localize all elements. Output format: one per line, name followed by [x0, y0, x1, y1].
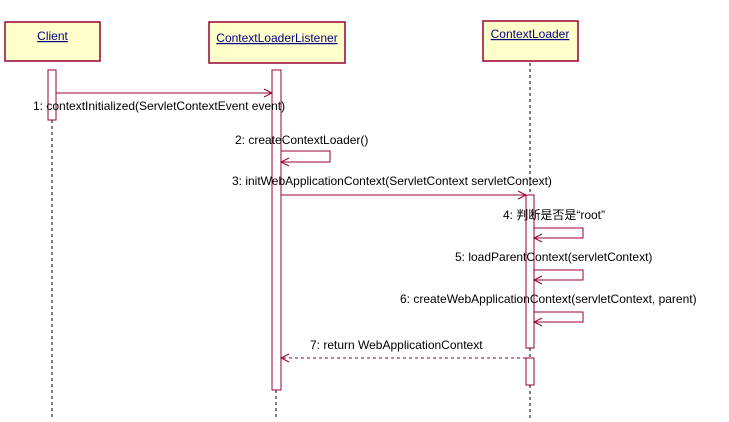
participant-client-label: Client: [37, 29, 68, 43]
participant-loader-label: ContextLoader: [491, 27, 570, 41]
message-3-label: 3: initWebApplicationContext(ServletCont…: [232, 174, 552, 188]
message-6-arrow: [534, 311, 584, 322]
message-7: 7: return WebApplicationContext: [281, 338, 526, 358]
message-6-label: 6: createWebApplicationContext(servletCo…: [400, 292, 697, 306]
participant-loader: ContextLoader: [482, 20, 579, 62]
participant-loader-box: [482, 20, 579, 62]
participant-listener: ContextLoaderListener: [208, 21, 346, 64]
message-6: 6: createWebApplicationContext(servletCo…: [400, 292, 697, 322]
message-4: 4: 判断是否是“root”: [503, 207, 605, 238]
message-1: 1: contextInitialized(ServletContextEven…: [33, 93, 285, 113]
message-4-label: 4: 判断是否是“root”: [503, 207, 605, 222]
message-2-arrow: [281, 150, 331, 162]
message-4-arrow: [534, 227, 584, 238]
message-2-label: 2: createContextLoader(): [235, 133, 368, 147]
activation-loader-2: [525, 357, 535, 386]
message-5-arrow: [534, 269, 584, 280]
message-1-label: 1: contextInitialized(ServletContextEven…: [33, 99, 285, 113]
participant-listener-label: ContextLoaderListener: [216, 31, 337, 45]
activation-listener: [271, 69, 282, 391]
participant-client-box: [4, 21, 101, 62]
message-3: 3: initWebApplicationContext(ServletCont…: [232, 174, 552, 195]
participant-client: Client: [4, 21, 101, 62]
message-7-label: 7: return WebApplicationContext: [310, 338, 483, 352]
activation-loader-1: [525, 194, 535, 349]
participant-listener-box: [208, 21, 346, 64]
message-5: 5: loadParentContext(servletContext): [455, 250, 652, 280]
message-5-label: 5: loadParentContext(servletContext): [455, 250, 652, 264]
activation-client: [47, 69, 57, 121]
message-2: 2: createContextLoader(): [235, 133, 368, 162]
